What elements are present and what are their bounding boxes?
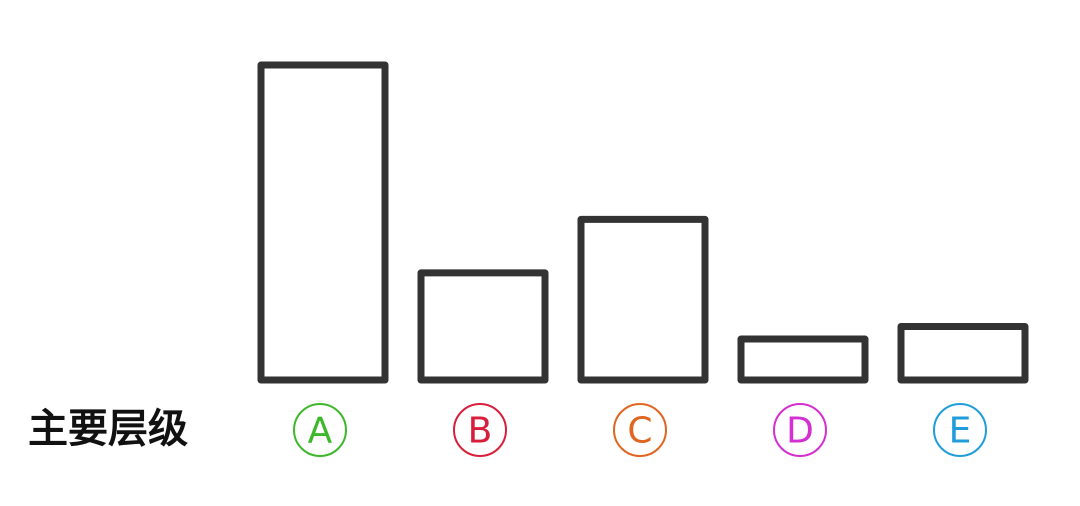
bars-group (257, 61, 1029, 384)
bar-d (737, 335, 869, 384)
category-label-b: B (468, 411, 493, 452)
category-label-d: D (786, 411, 814, 452)
category-circle-d (773, 403, 827, 457)
bar-c (577, 215, 709, 384)
category-circle-c (613, 403, 667, 457)
bar-e (897, 322, 1029, 384)
category-circle-b (453, 403, 507, 457)
category-circle-a (293, 403, 347, 457)
category-label-c: C (627, 411, 652, 452)
bar-a (257, 61, 389, 384)
row-label: 主要层级 (28, 406, 188, 452)
category-circle-e (933, 403, 987, 457)
category-label-e: E (949, 411, 972, 452)
category-label-a: A (308, 411, 333, 452)
bar-b (417, 269, 549, 384)
category-labels-group: A B C D E (293, 403, 987, 457)
